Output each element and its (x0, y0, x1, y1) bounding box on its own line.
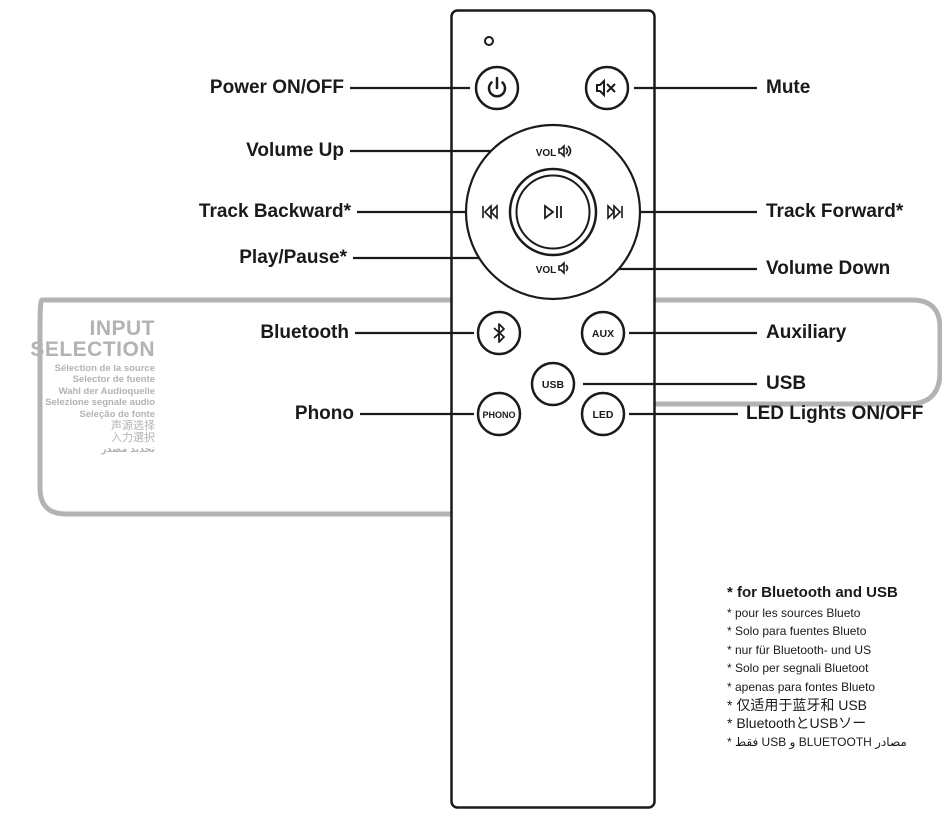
led-text: LED (593, 409, 614, 421)
footnote-de: * nur für Bluetooth- und US (727, 642, 872, 657)
aux-button[interactable]: AUX (580, 310, 626, 356)
footnote-zh: * 仅适用于蓝牙和 USB (727, 697, 868, 714)
phono-text: PHONO (482, 410, 515, 420)
play-pause-icon (544, 204, 562, 220)
play-pause-button[interactable] (508, 167, 598, 257)
power-button[interactable] (474, 65, 520, 111)
footnote-fr: * pour les sources Blueto (727, 606, 861, 620)
usb-text: USB (542, 379, 565, 391)
input-selection-block: INPUT SELECTION Sélection de la source S… (14, 318, 155, 455)
volume-up-button[interactable]: VOL (536, 144, 572, 159)
track-forward-button[interactable] (607, 204, 623, 220)
speaker-loud-icon (558, 144, 572, 158)
bluetooth-button[interactable] (476, 310, 522, 356)
fast-forward-icon (607, 204, 623, 220)
volume-down-text: VOL (536, 265, 557, 276)
label-auxiliary: Auxiliary (766, 322, 847, 343)
mute-button[interactable] (584, 65, 630, 111)
footnotes: * for Bluetooth and USB * pour les sourc… (727, 582, 942, 751)
label-track-forward: Track Forward* (766, 201, 904, 222)
footnote-pt: * apenas para fontes Blueto (727, 679, 876, 694)
volume-up-text: VOL (536, 148, 557, 159)
footnote-ar: * فقط USB و BLUETOOTH مصادر (727, 734, 907, 749)
footnote-ja: * BluetoothとUSBソー (727, 715, 867, 732)
label-volume-down: Volume Down (766, 258, 891, 279)
mute-icon (596, 78, 616, 98)
input-selection-pt: Seleção de fonte (79, 408, 156, 420)
label-bluetooth: Bluetooth (260, 322, 349, 343)
label-play-pause: Play/Pause* (239, 247, 347, 268)
footnote-es: * Solo para fuentes Blueto (727, 624, 867, 639)
input-selection-title-2: SELECTION (30, 338, 155, 361)
aux-text: AUX (592, 328, 614, 340)
input-selection-zh: 声源选择 (111, 420, 155, 433)
input-selection-fr: Sélection de la source (54, 363, 155, 374)
input-selection-ar: تحديد مصدر (101, 444, 155, 456)
power-icon (487, 76, 507, 98)
phono-button[interactable]: PHONO (476, 391, 522, 437)
input-selection-title-1: INPUT (89, 317, 155, 340)
label-usb: USB (766, 373, 807, 394)
label-power: Power ON/OFF (209, 77, 344, 98)
footnote-main: * for Bluetooth and USB (727, 584, 898, 601)
track-backward-button[interactable] (482, 204, 498, 220)
usb-button[interactable]: USB (530, 361, 576, 407)
footnote-it: * Solo per segnali Bluetoot (727, 661, 869, 676)
bluetooth-icon (493, 323, 505, 343)
label-led: LED Lights ON/OFF (746, 403, 924, 424)
label-track-backward: Track Backward* (198, 201, 351, 222)
input-selection-de: Wahl der Audioquelle (58, 385, 155, 397)
rewind-icon (482, 204, 498, 220)
label-volume-up: Volume Up (246, 140, 344, 161)
label-phono: Phono (294, 403, 354, 424)
input-selection-ja: 入力選択 (111, 432, 155, 445)
indicator-led (484, 36, 494, 46)
input-selection-it: Selezione segnale audio (45, 397, 155, 409)
input-selection-es: Selector de fuente (72, 374, 155, 386)
volume-down-button[interactable]: VOL (536, 261, 569, 276)
led-button[interactable]: LED (580, 391, 626, 437)
speaker-quiet-icon (558, 261, 569, 275)
label-mute: Mute (766, 77, 811, 98)
